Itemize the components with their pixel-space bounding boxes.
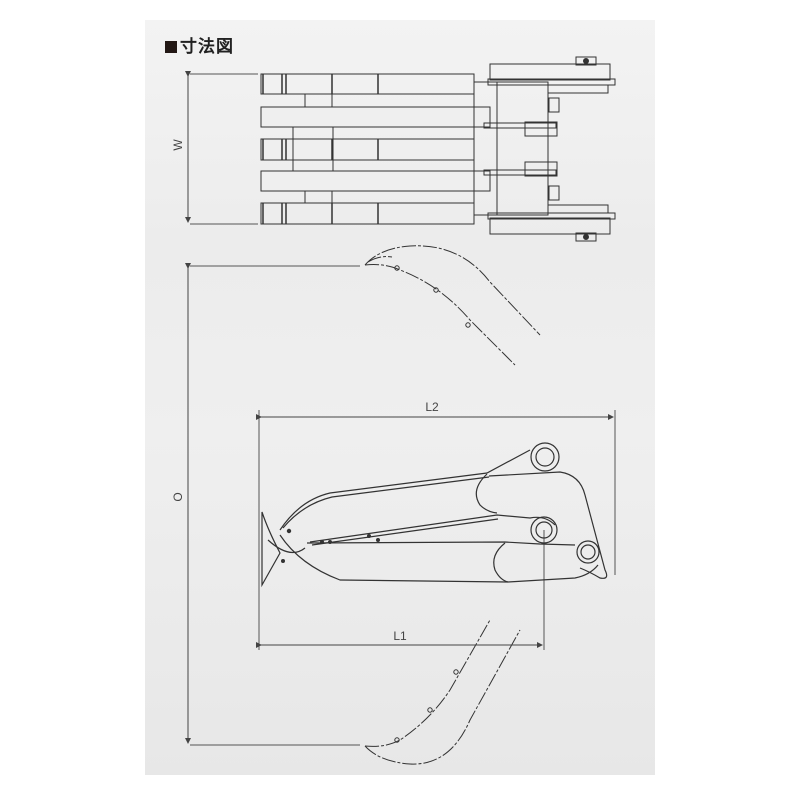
opening-label: O — [171, 492, 185, 501]
length1-label: L1 — [393, 629, 407, 643]
section-title-text: 寸法図 — [180, 37, 234, 56]
upper-open-tine — [364, 245, 541, 366]
drawing-panel — [145, 20, 655, 775]
top-view — [185, 56, 616, 242]
length2-label: L2 — [425, 400, 439, 414]
section-title: 寸法図 — [165, 32, 234, 57]
title-square-icon — [165, 41, 177, 53]
lower-open-tine — [364, 619, 521, 765]
width-label: W — [171, 139, 185, 151]
side-view-closed — [261, 442, 608, 588]
